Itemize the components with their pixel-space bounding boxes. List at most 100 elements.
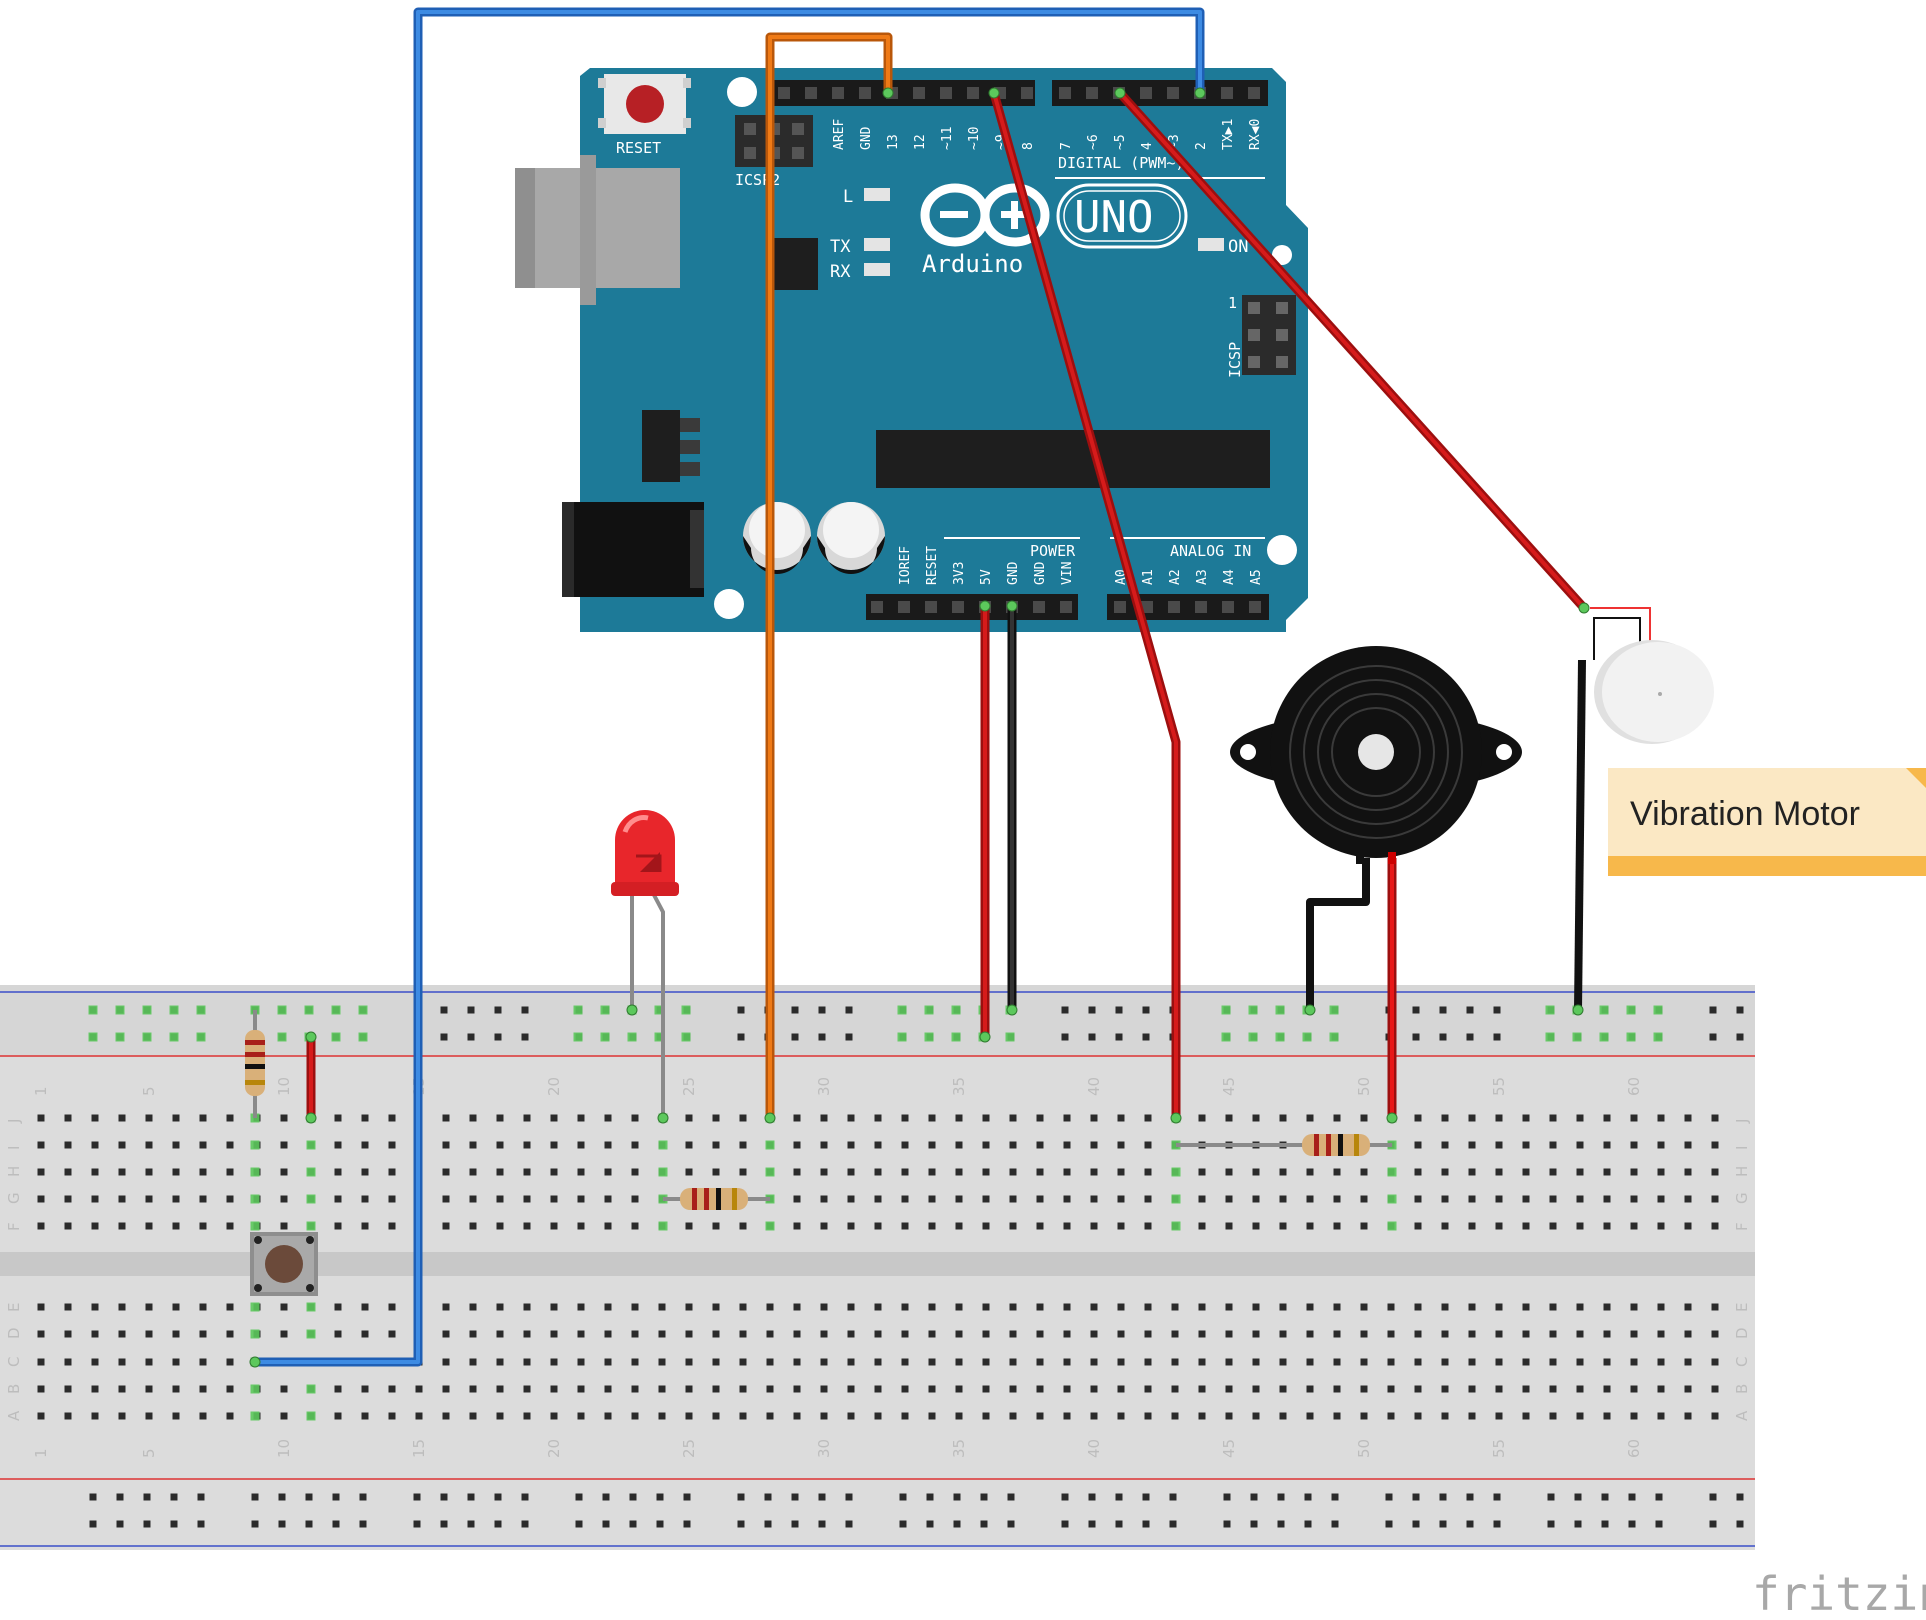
column-number-bottom: 25 — [680, 1439, 698, 1458]
column-number-bottom: 30 — [815, 1439, 833, 1458]
wire-black-buzzer — [1306, 858, 1370, 1010]
row-letter: J — [5, 1119, 23, 1124]
power-pin-label: RESET — [925, 546, 940, 585]
column-number-top: 30 — [815, 1077, 833, 1096]
led-l — [864, 188, 890, 201]
row-letter: I — [5, 1146, 23, 1150]
vibration-motor — [1590, 607, 1714, 744]
led-tx — [864, 238, 890, 251]
led-on-label: ON — [1228, 237, 1248, 257]
column-number-top: 50 — [1355, 1077, 1373, 1096]
board-pcb — [580, 68, 1308, 632]
row-letter: E — [5, 1303, 23, 1312]
digital-pin-label: 4 — [1140, 142, 1155, 150]
resistor-button-pulldown — [245, 1010, 265, 1118]
power-header — [866, 594, 1269, 620]
digital-pin-label: TX▶1 — [1221, 119, 1236, 150]
capacitor-2 — [817, 502, 885, 574]
power-pin-label: GND — [1006, 561, 1021, 585]
led-rx — [864, 263, 890, 276]
row-letter: J — [1733, 1119, 1751, 1124]
icsp-pin1-label: 1 — [1228, 294, 1237, 312]
arduino-logo-icon — [920, 183, 1050, 247]
digital-pin-label: ~5 — [1113, 134, 1128, 150]
row-letter: D — [1733, 1327, 1751, 1339]
digital-pin-label: ~11 — [940, 127, 955, 150]
column-number-bottom: 60 — [1625, 1439, 1643, 1458]
column-number-top: 1 — [32, 1086, 50, 1096]
column-number-top: 20 — [545, 1077, 563, 1096]
column-number-top: 60 — [1625, 1077, 1643, 1096]
row-letter: G — [1733, 1192, 1751, 1204]
column-number-bottom: 5 — [140, 1448, 158, 1458]
column-number-bottom: 45 — [1220, 1439, 1238, 1458]
wire-end-markers — [249, 87, 1590, 1368]
row-letter: A — [1733, 1410, 1751, 1421]
led-tx-label: TX — [830, 237, 851, 257]
digital-pin-label: 2 — [1194, 142, 1209, 150]
row-letter: F — [1733, 1222, 1751, 1231]
push-button[interactable] — [250, 1232, 318, 1296]
vibration-motor-label-text: Vibration Motor — [1630, 795, 1860, 833]
column-number-top: 55 — [1490, 1077, 1508, 1096]
dc-power-jack — [562, 502, 704, 597]
power-pin-label: 5V — [979, 569, 994, 585]
capacitor-1 — [743, 502, 811, 574]
power-pin-label: IOREF — [898, 546, 913, 585]
column-number-bottom: 15 — [410, 1439, 428, 1458]
analog-pin-label: A2 — [1168, 569, 1183, 585]
resistor-led — [680, 1188, 748, 1210]
led-l-label: L — [843, 187, 853, 207]
wire-black-motor — [1574, 659, 1586, 1011]
analog-pin-label: A1 — [1141, 569, 1156, 585]
icsp-label: ICSP — [1226, 342, 1244, 378]
uno-model: UNO — [1074, 192, 1153, 243]
wires — [255, 7, 1588, 1367]
digital-header — [771, 80, 1268, 106]
led-on — [1198, 238, 1224, 251]
fritzing-watermark: fritzing — [1752, 1567, 1926, 1620]
row-letter: E — [1733, 1303, 1751, 1312]
row-letter: C — [1733, 1357, 1751, 1367]
column-number-top: 35 — [950, 1077, 968, 1096]
analog-pin-label: A5 — [1249, 569, 1264, 585]
digital-pin-label: ~6 — [1086, 134, 1101, 150]
power-pin-label: GND — [1033, 561, 1048, 585]
row-letter: G — [5, 1192, 23, 1204]
row-letter: A — [5, 1410, 23, 1421]
uno-badge — [1056, 183, 1188, 249]
column-number-bottom: 35 — [950, 1439, 968, 1458]
resistor-buzzer — [1302, 1134, 1370, 1156]
piezo-buzzer — [1230, 646, 1522, 864]
analog-pin-label: A4 — [1222, 569, 1237, 585]
analog-pin-label: A3 — [1195, 569, 1210, 585]
atmega-chip — [876, 430, 1270, 488]
digital-pin-label: 7 — [1059, 142, 1074, 150]
column-number-top: 25 — [680, 1077, 698, 1096]
row-letter: I — [1733, 1146, 1751, 1150]
digital-pin-label: 12 — [913, 134, 928, 150]
row-letter: B — [1733, 1384, 1751, 1394]
led-rx-label: RX — [830, 262, 851, 282]
power-pin-label: VIN — [1060, 562, 1075, 585]
arduino-brand: Arduino — [922, 250, 1023, 278]
row-letter: C — [5, 1357, 23, 1367]
column-number-top: 10 — [275, 1077, 293, 1096]
reset-button[interactable] — [598, 74, 691, 134]
vibration-motor-label: Vibration Motor — [1608, 768, 1926, 876]
digital-pin-label: AREF — [832, 119, 847, 150]
digital-title: DIGITAL (PWM~) — [1058, 154, 1184, 172]
column-number-bottom: 20 — [545, 1439, 563, 1458]
column-number-bottom: 40 — [1085, 1439, 1103, 1458]
column-number-bottom: 10 — [275, 1439, 293, 1458]
column-number-top: 5 — [140, 1086, 158, 1096]
power-title: POWER — [1030, 542, 1076, 560]
column-number-top: 45 — [1220, 1077, 1238, 1096]
digital-pin-label: 8 — [1021, 142, 1036, 150]
row-letter: H — [1733, 1166, 1751, 1177]
digital-pin-label: ~10 — [967, 127, 982, 150]
digital-pin-label: GND — [859, 126, 874, 150]
usb-connector — [515, 168, 680, 288]
row-letter: B — [5, 1384, 23, 1394]
